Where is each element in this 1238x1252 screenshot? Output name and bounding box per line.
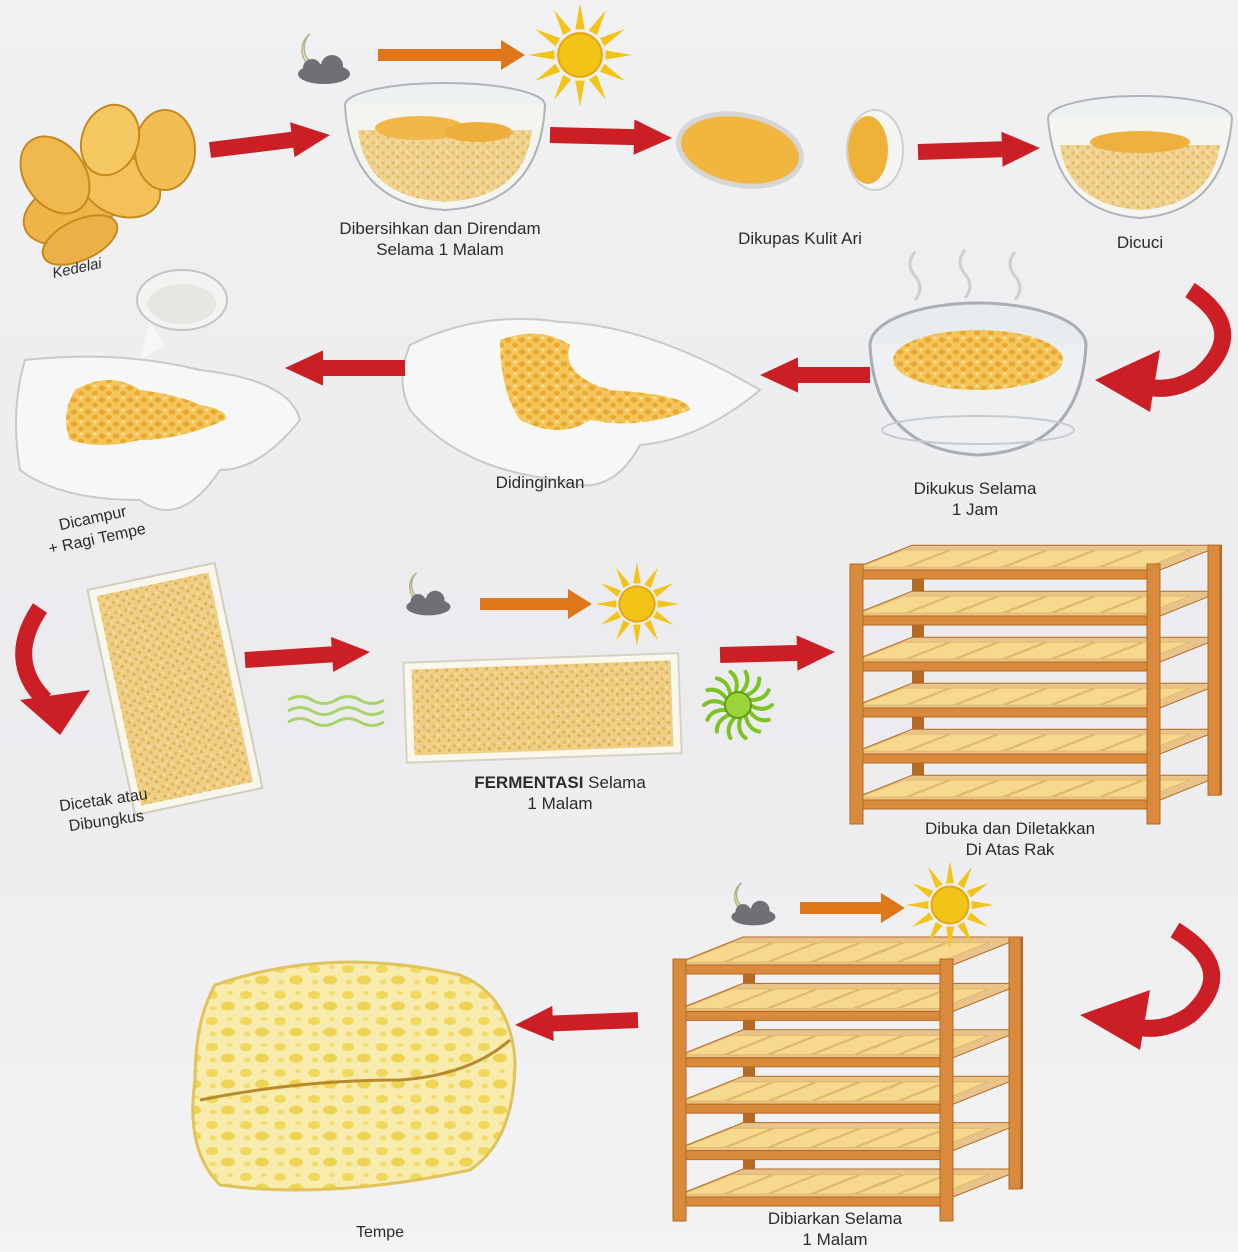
washing-bowl-illustration xyxy=(1048,96,1232,218)
soaking-bowl-illustration xyxy=(345,83,545,210)
time-arrow-icon xyxy=(378,40,525,70)
label-biarkan-line1: Dibiarkan Selama xyxy=(730,1208,940,1229)
label-fermentasi-bold: FERMENTASI xyxy=(474,773,583,792)
flow-arrow-icon xyxy=(285,350,405,385)
wrapped-soybean-block-illustration xyxy=(87,563,262,815)
label-rendam: Dibersihkan dan Direndam Selama 1 Malam xyxy=(300,218,580,260)
wave-icon xyxy=(288,697,384,726)
label-biarkan-line2: 1 Malam xyxy=(730,1229,940,1250)
sun-icon xyxy=(528,3,632,107)
flow-arrow-icon xyxy=(918,132,1040,167)
label-biarkan: Dibiarkan Selama 1 Malam xyxy=(730,1208,940,1250)
fungus-icon xyxy=(704,672,772,738)
time-arrow-icon xyxy=(480,589,592,619)
label-fermentasi-line2: 1 Malam xyxy=(440,793,680,814)
label-kukus-line2: 1 Jam xyxy=(880,499,1070,520)
steaming-bowl-illustration xyxy=(870,250,1086,455)
label-kupas: Dikupas Kulit Ari xyxy=(700,228,900,249)
label-kukus: Dikukus Selama 1 Jam xyxy=(880,478,1070,520)
resting-rack-illustration xyxy=(673,937,1023,1221)
flow-arrow-icon xyxy=(515,1006,638,1041)
label-tempe-line1: Tempe xyxy=(330,1222,430,1243)
soybeans-illustration xyxy=(6,97,195,275)
drying-rack-illustration xyxy=(850,545,1222,824)
label-kukus-line1: Dikukus Selama xyxy=(880,478,1070,499)
peeled-soybean-illustration xyxy=(673,105,903,195)
label-cuci: Dicuci xyxy=(1100,232,1180,253)
fermentation-slab-illustration xyxy=(403,653,681,763)
flow-arrow-icon xyxy=(760,357,870,392)
moon-cloud-icon xyxy=(298,34,350,84)
label-fermentasi-rest: Selama xyxy=(583,773,645,792)
mixing-yeast-illustration xyxy=(16,270,300,510)
label-rendam-line1: Dibersihkan dan Direndam xyxy=(300,218,580,239)
label-dingin: Didinginkan xyxy=(470,472,610,493)
sun-icon xyxy=(906,861,994,949)
label-fermentasi: FERMENTASI Selama 1 Malam xyxy=(440,772,680,814)
curved-flow-arrow-icon xyxy=(1080,930,1212,1050)
label-kupas-line1: Dikupas Kulit Ari xyxy=(700,228,900,249)
label-cuci-line1: Dicuci xyxy=(1100,232,1180,253)
label-rak: Dibuka dan Diletakkan Di Atas Rak xyxy=(880,818,1140,860)
flow-arrow-icon xyxy=(209,122,330,158)
label-dingin-line1: Didinginkan xyxy=(470,472,610,493)
curved-flow-arrow-icon xyxy=(20,608,90,735)
curved-flow-arrow-icon xyxy=(1095,290,1223,412)
label-rak-line2: Di Atas Rak xyxy=(880,839,1140,860)
tempe-block-illustration xyxy=(193,962,515,1190)
cooling-cloth-illustration xyxy=(403,319,761,485)
flow-arrow-icon xyxy=(720,635,835,670)
time-arrow-icon xyxy=(800,893,905,923)
label-rendam-line2: Selama 1 Malam xyxy=(300,239,580,260)
moon-cloud-icon xyxy=(406,573,450,616)
flow-arrow-icon xyxy=(550,120,672,155)
label-rak-line1: Dibuka dan Diletakkan xyxy=(880,818,1140,839)
label-tempe: Tempe xyxy=(330,1222,430,1243)
moon-cloud-icon xyxy=(731,883,775,926)
sun-icon xyxy=(595,562,679,646)
flow-arrow-icon xyxy=(245,637,371,672)
